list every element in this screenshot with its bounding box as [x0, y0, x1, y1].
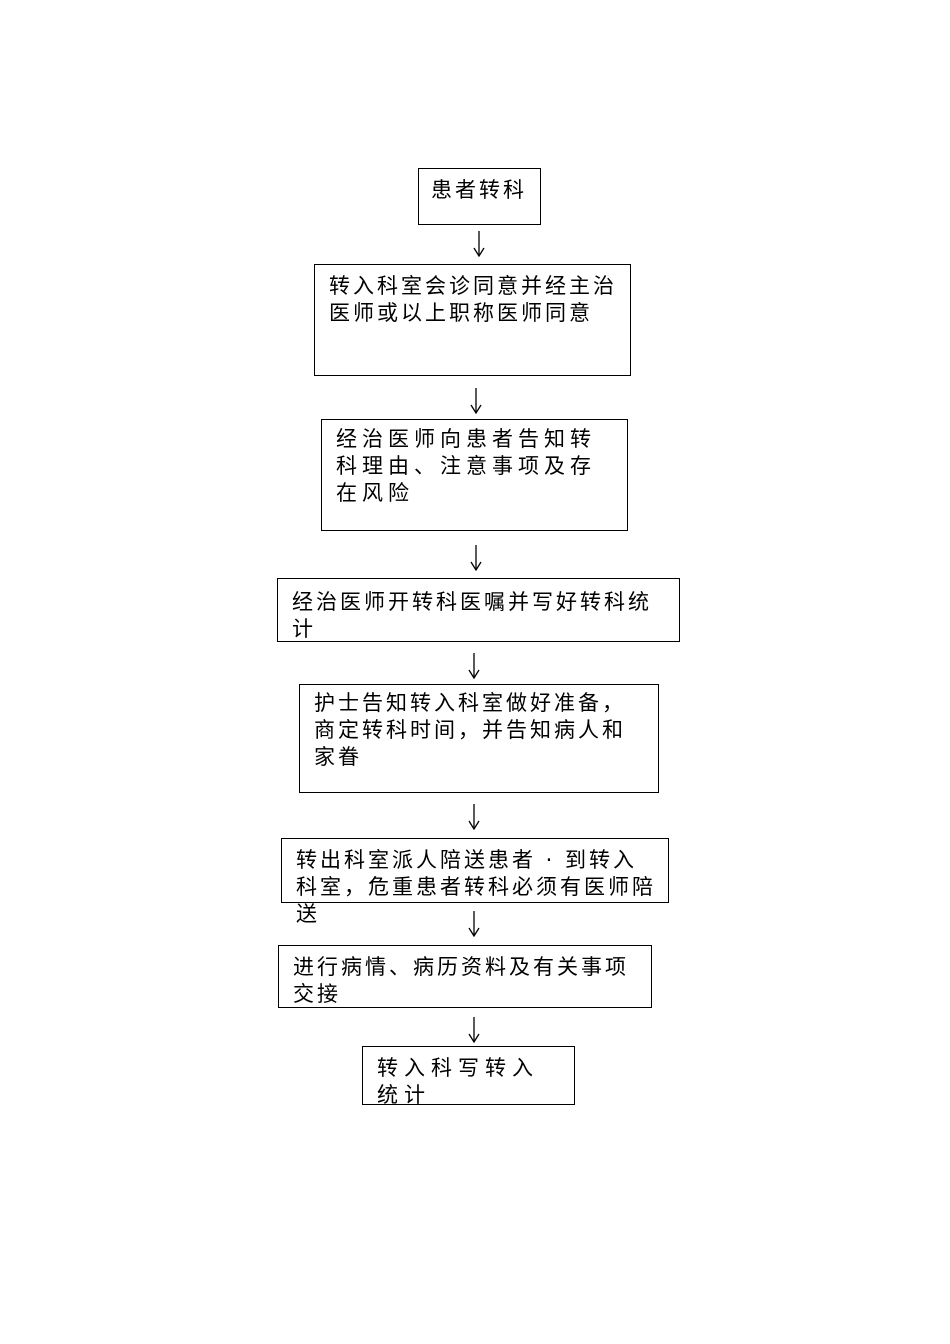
flow-step-1: 患者转科: [418, 168, 541, 225]
arrow-1: [472, 231, 486, 257]
flow-step-4: 经治医师开转科医嘱并写好转科统计: [277, 578, 680, 642]
flow-step-7-text: 进行病情、病历资料及有关事项交接: [293, 955, 629, 1006]
flow-step-5-text: 护士告知转入科室做好准备，商定转科时间，并告知病人和家眷: [314, 691, 626, 769]
flow-step-7: 进行病情、病历资料及有关事项交接: [278, 945, 652, 1008]
arrow-2: [469, 388, 483, 414]
arrow-4: [467, 653, 481, 679]
flow-step-5: 护士告知转入科室做好准备，商定转科时间，并告知病人和家眷: [299, 684, 659, 793]
flow-step-3: 经治医师向患者告知转科理由、注意事项及存在风险: [321, 419, 628, 531]
arrow-3: [469, 545, 483, 571]
flow-step-1-text: 患者转科: [431, 178, 527, 202]
arrow-7: [467, 1017, 481, 1043]
flow-step-8-text: 转入科写转入统计: [377, 1056, 539, 1107]
arrow-5: [467, 804, 481, 830]
arrow-6: [467, 911, 481, 937]
flow-step-2-text: 转入科室会诊同意并经主治医师或以上职称医师同意: [329, 274, 617, 325]
flow-step-6-text: 转出科室派人陪送患者 · 到转入科室，危重患者转科必须有医师陪送: [296, 848, 656, 926]
flow-step-3-text: 经治医师向患者告知转科理由、注意事项及存在风险: [336, 427, 596, 505]
flow-step-8: 转入科写转入统计: [362, 1046, 575, 1107]
flow-step-6: 转出科室派人陪送患者 · 到转入科室，危重患者转科必须有医师陪送: [281, 838, 669, 926]
flow-step-4-text: 经治医师开转科医嘱并写好转科统计: [292, 590, 652, 641]
flow-step-2: 转入科室会诊同意并经主治医师或以上职称医师同意: [314, 264, 631, 376]
